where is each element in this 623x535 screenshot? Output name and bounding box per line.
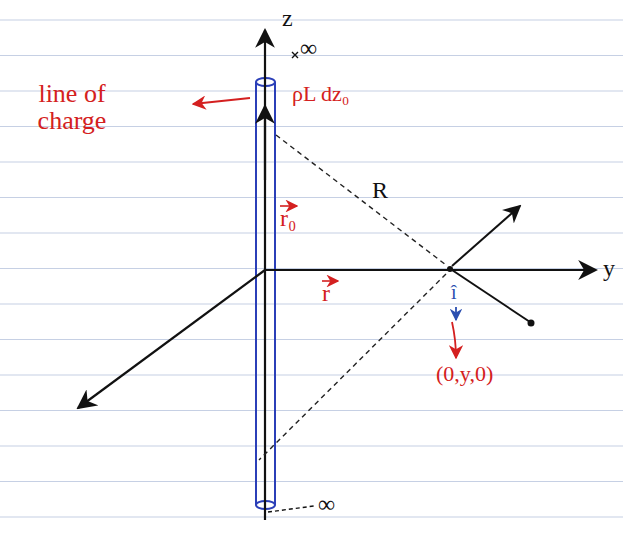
line-label: line of charge [8, 80, 136, 135]
infinity-dash [268, 506, 314, 512]
point-label: (0,y,0) [436, 362, 493, 385]
infinity-mark: ∞ [300, 36, 317, 61]
distance-label: R [372, 178, 388, 203]
ruled-line [0, 268, 623, 269]
field-dot [528, 320, 535, 327]
point-leader [452, 322, 456, 358]
distance-line [259, 274, 446, 460]
charge-element-arrow [264, 106, 266, 180]
x-axis [78, 270, 265, 408]
field-arrow [452, 206, 520, 266]
infinity-mark: ∞ [318, 492, 335, 517]
vector-label: r [322, 281, 330, 306]
ruled-line [0, 303, 623, 304]
charge-element: ρL dz₀ [292, 82, 350, 105]
vector-label: r₀ [280, 206, 296, 231]
unit-vector-label: î [451, 282, 457, 303]
ruled-line [0, 339, 623, 340]
axis-label: y [603, 256, 615, 281]
label-leader [193, 98, 250, 104]
ruled-line [0, 19, 623, 20]
field-point [447, 266, 453, 272]
tick-mark [292, 52, 298, 58]
y-axis [265, 269, 596, 271]
ruled-line [0, 410, 623, 411]
ruled-line [0, 516, 623, 517]
field-line [452, 270, 530, 322]
ruled-line [0, 481, 623, 482]
ruled-line [0, 445, 623, 446]
ruled-line [0, 161, 623, 162]
axis-label: z [282, 6, 293, 31]
paper-ruling [0, 20, 623, 517]
distance-line [276, 135, 446, 265]
unit-vector-arrow [455, 307, 457, 320]
z-axis [264, 30, 266, 520]
ruled-line [0, 232, 623, 233]
ruled-line [0, 374, 623, 375]
ruled-line [0, 197, 623, 198]
